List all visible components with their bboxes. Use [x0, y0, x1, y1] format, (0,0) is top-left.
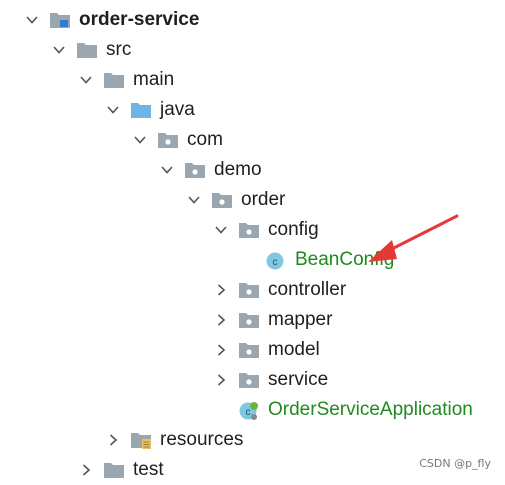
- tree-node-label: test: [133, 459, 164, 480]
- svg-text:c: c: [273, 257, 278, 268]
- package-icon: [238, 281, 260, 299]
- tree-node-label: src: [106, 39, 132, 60]
- chevron-down-icon[interactable]: [52, 43, 66, 57]
- tree-node-label: com: [187, 129, 223, 150]
- tree-node-root[interactable]: order-service: [0, 5, 505, 35]
- chevron-spacer: [214, 403, 228, 417]
- tree-node-label: controller: [268, 279, 347, 300]
- tree-node-label: BeanConfig: [295, 249, 395, 270]
- tree-node-label: model: [268, 339, 320, 360]
- tree-node-test[interactable]: test: [0, 455, 505, 485]
- tree-node-resources[interactable]: resources: [0, 425, 505, 455]
- tree-node-label: config: [268, 219, 319, 240]
- tree-node-label: OrderServiceApplication: [268, 399, 473, 420]
- chevron-down-icon[interactable]: [214, 223, 228, 237]
- tree-node-label: order: [241, 189, 286, 210]
- chevron-down-icon[interactable]: [160, 163, 174, 177]
- svg-text:c: c: [246, 407, 251, 418]
- chevron-down-icon[interactable]: [133, 133, 147, 147]
- tree-node-demo[interactable]: demo: [0, 155, 505, 185]
- tree-node-java[interactable]: java: [0, 95, 505, 125]
- spring-boot-class-icon: c: [238, 401, 260, 420]
- package-icon: [238, 371, 260, 389]
- package-icon: [211, 191, 233, 209]
- tree-node-label: service: [268, 369, 329, 390]
- tree-node-service[interactable]: service: [0, 365, 505, 395]
- tree-node-label: order-service: [79, 9, 200, 30]
- tree-node-src[interactable]: src: [0, 35, 505, 65]
- tree-node-mapper[interactable]: mapper: [0, 305, 505, 335]
- chevron-spacer: [241, 253, 255, 267]
- module-folder-icon: [49, 11, 71, 29]
- tree-node-config[interactable]: config: [0, 215, 505, 245]
- folder-icon: [76, 41, 98, 59]
- resources-folder-icon: [130, 431, 152, 449]
- chevron-right-icon[interactable]: [214, 343, 228, 357]
- tree-node-label: resources: [160, 429, 244, 450]
- tree-node-model[interactable]: model: [0, 335, 505, 365]
- tree-node-label: demo: [214, 159, 262, 180]
- chevron-down-icon[interactable]: [25, 13, 39, 27]
- package-icon: [238, 221, 260, 239]
- tree-node-beanconfig[interactable]: c BeanConfig: [0, 245, 505, 275]
- tree-node-label: main: [133, 69, 175, 90]
- package-icon: [184, 161, 206, 179]
- chevron-right-icon[interactable]: [214, 313, 228, 327]
- watermark: CSDN @p_fly: [419, 457, 491, 470]
- chevron-down-icon[interactable]: [106, 103, 120, 117]
- chevron-right-icon[interactable]: [214, 373, 228, 387]
- chevron-down-icon[interactable]: [79, 73, 93, 87]
- chevron-right-icon[interactable]: [106, 433, 120, 447]
- folder-icon: [103, 461, 125, 479]
- chevron-right-icon[interactable]: [79, 463, 93, 477]
- tree-node-com[interactable]: com: [0, 125, 505, 155]
- chevron-down-icon[interactable]: [187, 193, 201, 207]
- tree-node-controller[interactable]: controller: [0, 275, 505, 305]
- class-icon: c: [265, 251, 287, 270]
- tree-node-orderserviceapplication[interactable]: c OrderServiceApplication: [0, 395, 505, 425]
- source-folder-icon: [130, 101, 152, 119]
- tree-node-label: mapper: [268, 309, 333, 330]
- package-icon: [238, 341, 260, 359]
- package-icon: [238, 311, 260, 329]
- tree-node-label: java: [160, 99, 195, 120]
- tree-node-order[interactable]: order: [0, 185, 505, 215]
- chevron-right-icon[interactable]: [214, 283, 228, 297]
- tree-node-main[interactable]: main: [0, 65, 505, 95]
- folder-icon: [103, 71, 125, 89]
- package-icon: [157, 131, 179, 149]
